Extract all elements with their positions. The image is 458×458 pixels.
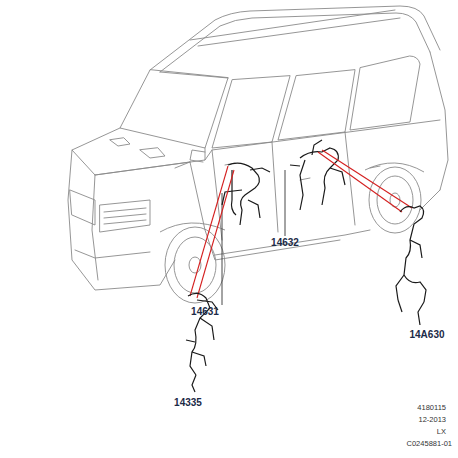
car-outline [68, 6, 448, 290]
wheels [160, 163, 424, 303]
drawing-reference: 4180115 [417, 404, 446, 412]
front-door-harness-exploded [186, 293, 218, 392]
callout-number: 14A630 [409, 330, 444, 340]
drawing-reference: C0245881-01 [407, 440, 452, 448]
rear-door-harness [290, 140, 345, 210]
callout-number: 14335 [174, 398, 202, 408]
callout-number: 14631 [191, 307, 219, 317]
explode-lines [190, 150, 412, 298]
drawing-reference: 12-2013 [418, 416, 446, 424]
rear-door-harness-exploded [396, 206, 426, 325]
callout-number: 14632 [271, 238, 299, 248]
drawing-reference: LX [437, 428, 446, 436]
front-door-harness [222, 163, 270, 225]
